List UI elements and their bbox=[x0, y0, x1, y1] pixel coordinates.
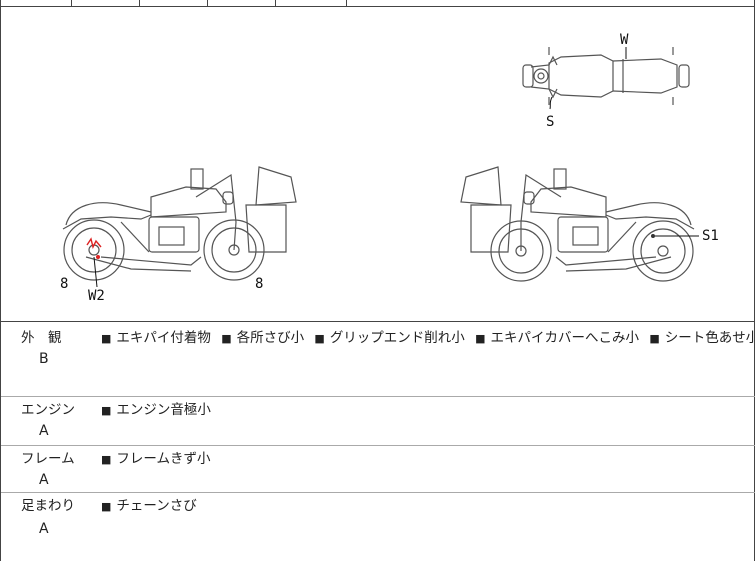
list-item: ■エキパイ付着物 bbox=[101, 330, 211, 346]
label-w: W bbox=[620, 32, 629, 48]
motorcycle-top-view bbox=[522, 47, 690, 105]
list-item: ■各所さび小 bbox=[221, 330, 305, 346]
category-label: 足まわり bbox=[21, 498, 75, 514]
label-8-rear: 8 bbox=[255, 276, 263, 292]
top-table-strip bbox=[1, 0, 755, 7]
grade-value: A bbox=[39, 423, 49, 439]
category-label: フレーム bbox=[21, 451, 75, 467]
motorcycle-diagram-svg: W S bbox=[60, 32, 719, 304]
list-item: ■エキパイカバーへこみ小 bbox=[475, 330, 640, 346]
motorcycle-right-view bbox=[460, 166, 695, 282]
list-item: ■チェーンさび bbox=[101, 498, 197, 514]
list-item: ■グリップエンド削れ小 bbox=[314, 330, 465, 346]
grade-value: A bbox=[39, 472, 49, 488]
category-label: エンジン bbox=[21, 402, 75, 418]
list-item: ■フレームきず小 bbox=[101, 451, 211, 467]
section-chassis: 足まわり A ■チェーンさび bbox=[1, 493, 755, 561]
category-label: 外 観 bbox=[21, 330, 62, 346]
grade-value: A bbox=[39, 521, 49, 537]
grade-value: B bbox=[39, 351, 49, 367]
section-frame: フレーム A ■フレームきず小 bbox=[1, 446, 755, 493]
section-exterior: 外 観 B ■エキパイ付着物 ■各所さび小 ■グリップエンド削れ小 ■エキパイカ… bbox=[1, 322, 755, 397]
item-list: ■チェーンさび bbox=[101, 497, 203, 516]
label-8-front: 8 bbox=[60, 276, 68, 292]
label-w2: W2 bbox=[88, 288, 105, 304]
item-list: ■エンジン音極小 bbox=[101, 401, 217, 420]
list-item: ■シート色あせ小 bbox=[649, 330, 755, 346]
label-s: S bbox=[546, 114, 554, 130]
item-list: ■エキパイ付着物 ■各所さび小 ■グリップエンド削れ小 ■エキパイカバーへこみ小… bbox=[101, 329, 755, 348]
label-s1: S1 bbox=[702, 228, 719, 244]
list-item: ■エンジン音極小 bbox=[101, 402, 211, 418]
item-list: ■フレームきず小 bbox=[101, 450, 217, 469]
damage-diagram: W S bbox=[1, 7, 755, 322]
motorcycle-left-view bbox=[62, 166, 297, 281]
section-engine: エンジン A ■エンジン音極小 bbox=[1, 397, 755, 446]
